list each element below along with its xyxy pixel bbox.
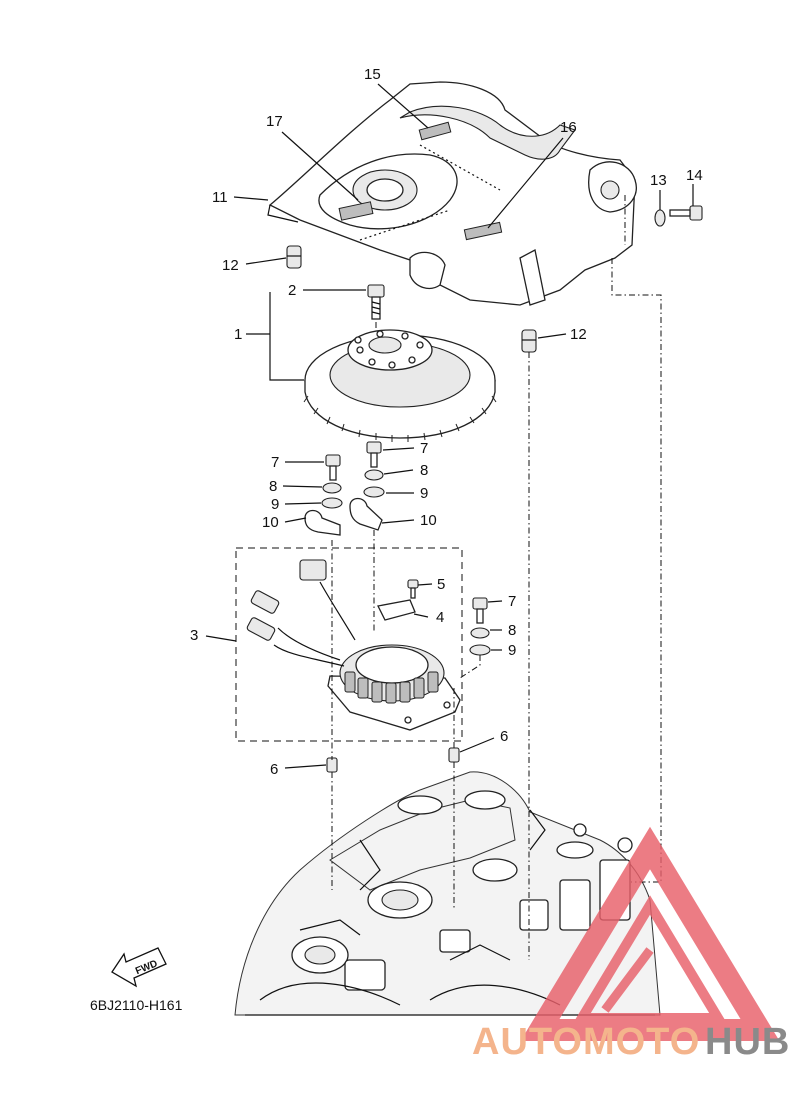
callout-12-right: 12 <box>570 326 587 343</box>
stator <box>246 559 461 731</box>
dowel-pin-right <box>448 747 460 763</box>
callout-8-right: 8 <box>508 622 516 639</box>
screw-5 <box>407 579 419 599</box>
washer-13 <box>654 209 666 227</box>
automotohub-logo <box>520 826 780 1041</box>
callout-10-center: 10 <box>420 512 437 529</box>
pickup-bracket <box>377 599 416 621</box>
callout-12-left: 12 <box>222 257 239 274</box>
callout-13: 13 <box>650 172 667 189</box>
fwd-arrow-icon: FWD <box>111 947 167 988</box>
callout-11: 11 <box>212 189 228 206</box>
callout-15: 15 <box>364 66 381 83</box>
flywheel-bolt <box>367 284 385 320</box>
callout-16: 16 <box>560 119 577 136</box>
callout-9-left: 9 <box>271 496 279 513</box>
watermark-hub: HUB <box>705 1021 790 1063</box>
washer-8-left <box>322 482 342 494</box>
callout-6-right: 6 <box>500 728 508 745</box>
callout-14: 14 <box>686 167 703 184</box>
washer-9-center <box>363 486 385 498</box>
diagram-code: 6BJ2110-H161 <box>90 997 183 1013</box>
washer-9-right <box>469 644 491 656</box>
callout-7-left: 7 <box>271 454 279 471</box>
callout-7-right: 7 <box>508 593 516 610</box>
callout-9-center: 9 <box>420 485 428 502</box>
watermark-auto: AUTOMOTO <box>472 1021 700 1063</box>
callout-2: 2 <box>288 282 296 299</box>
callout-7-center: 7 <box>420 440 428 457</box>
clamp-10-center <box>349 497 383 531</box>
callout-3: 3 <box>190 627 198 644</box>
flywheel-cover <box>267 81 637 306</box>
washer-8-right <box>470 627 490 639</box>
bolt-7-left <box>325 454 341 481</box>
dowel-pin-left <box>326 757 338 773</box>
callouts: 15 17 16 11 13 14 12 2 1 12 7 7 8 8 9 9 … <box>190 66 703 778</box>
callout-5: 5 <box>437 576 445 593</box>
washer-9-left <box>321 497 343 509</box>
grommet-left <box>286 245 302 269</box>
engine-block <box>234 771 661 1016</box>
callout-6-left: 6 <box>270 761 278 778</box>
flywheel <box>303 329 497 442</box>
leader-lines <box>205 83 694 769</box>
callout-8-center: 8 <box>420 462 428 479</box>
bolt-7-center <box>366 441 382 468</box>
bolt-14 <box>669 205 703 221</box>
washer-8-center <box>364 469 384 481</box>
bolt-7-right <box>472 597 488 624</box>
alignment-lines <box>331 195 662 960</box>
callout-17: 17 <box>266 113 283 130</box>
callout-10-left: 10 <box>262 514 279 531</box>
grommet-right <box>521 329 537 353</box>
stator-assembly-box <box>235 547 463 742</box>
callout-1: 1 <box>234 326 242 343</box>
callout-9-right: 9 <box>508 642 516 659</box>
callout-4: 4 <box>436 609 444 626</box>
callout-8-left: 8 <box>269 478 277 495</box>
clamp-10-left <box>304 509 341 536</box>
